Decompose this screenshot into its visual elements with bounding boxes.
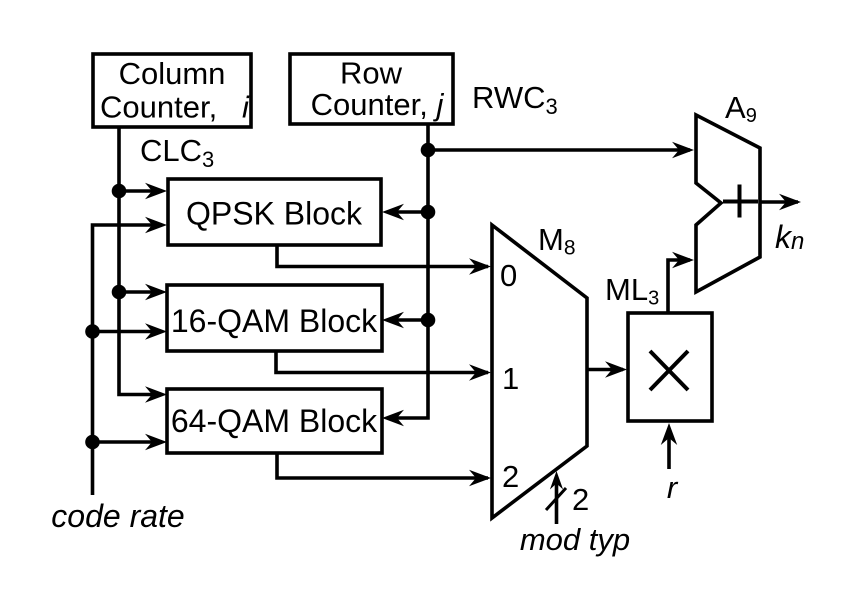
svg-text:64-QAM Block: 64-QAM Block xyxy=(171,403,378,439)
svg-text:kn: kn xyxy=(775,219,804,255)
svg-text:RWC3: RWC3 xyxy=(472,80,558,119)
svg-text:QPSK Block: QPSK Block xyxy=(186,196,363,232)
svg-text:2: 2 xyxy=(502,459,519,494)
svg-text:2: 2 xyxy=(572,482,589,517)
svg-text:M8: M8 xyxy=(538,222,576,260)
svg-text:0: 0 xyxy=(500,258,517,293)
svg-text:ML3: ML3 xyxy=(605,272,659,310)
svg-text:mod typ: mod typ xyxy=(520,522,630,557)
svg-text:Counter, j: Counter, j xyxy=(311,87,445,122)
svg-text:code rate: code rate xyxy=(51,498,184,534)
svg-text:CLC3: CLC3 xyxy=(140,133,214,172)
svg-text:1: 1 xyxy=(502,361,519,396)
svg-text:16-QAM Block: 16-QAM Block xyxy=(171,303,378,339)
svg-text:Counter,i: Counter,i xyxy=(100,90,250,125)
svg-text:r: r xyxy=(667,470,679,505)
svg-text:A9: A9 xyxy=(725,90,757,127)
svg-text:Row: Row xyxy=(340,56,403,91)
svg-text:Column: Column xyxy=(119,56,226,91)
